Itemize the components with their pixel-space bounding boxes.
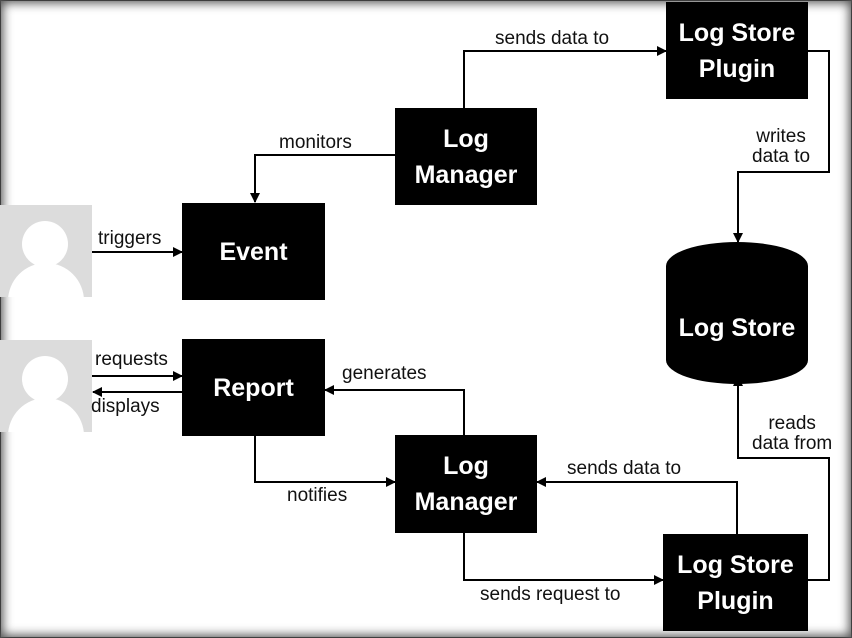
edge-generates <box>324 385 465 435</box>
node-log-store-plugin-bottom: Log Store Plugin <box>663 534 808 631</box>
edge-label-notifies: notifies <box>287 485 348 506</box>
edge-notifies <box>254 436 396 487</box>
node-log-manager-bottom-label: Log Manager <box>414 452 518 516</box>
edge-label-reads-data-from: reads data from <box>752 413 833 454</box>
node-log-manager-bottom: Log Manager <box>395 435 537 533</box>
edge-label-displays: displays <box>91 396 160 417</box>
edge-monitors <box>250 154 395 203</box>
log-store-shape <box>666 242 808 384</box>
node-log-manager-top: Log Manager <box>395 108 537 205</box>
edge-label-generates: generates <box>342 363 427 384</box>
edge-label-requests: requests <box>95 349 168 370</box>
node-log-store: Log Store <box>666 300 808 356</box>
edge-sends-data-to-top <box>463 46 667 108</box>
edge-sends-data-to-bottom <box>536 477 738 534</box>
edge-label-monitors: monitors <box>279 132 352 153</box>
node-log-store-plugin-top: Log Store Plugin <box>666 2 808 99</box>
node-event-label: Event <box>219 237 288 266</box>
user-avatar-icon <box>0 205 92 297</box>
node-report: Report <box>182 339 325 436</box>
edge-sends-request-to <box>463 533 664 585</box>
node-log-manager-top-label: Log Manager <box>414 124 518 189</box>
edge-writes-data-to <box>733 50 830 243</box>
node-report-label: Report <box>213 373 294 402</box>
edge-label-sends-data-to-top: sends data to <box>495 28 610 49</box>
node-log-store-plugin-top-label: Log Store Plugin <box>678 18 796 83</box>
edge-label-triggers: triggers <box>98 228 162 249</box>
edge-label-writes-data-to: writes data to <box>752 126 811 167</box>
edge-label-sends-data-to-bottom: sends data to <box>567 458 682 479</box>
node-event: Event <box>182 203 325 300</box>
node-log-store-plugin-bottom-label: Log Store Plugin <box>677 550 794 615</box>
node-log-store-label: Log Store <box>678 314 796 342</box>
edge-reads-data-from <box>733 376 830 581</box>
user-avatar-icon <box>0 340 92 432</box>
edge-label-sends-request-to: sends request to <box>480 584 621 605</box>
